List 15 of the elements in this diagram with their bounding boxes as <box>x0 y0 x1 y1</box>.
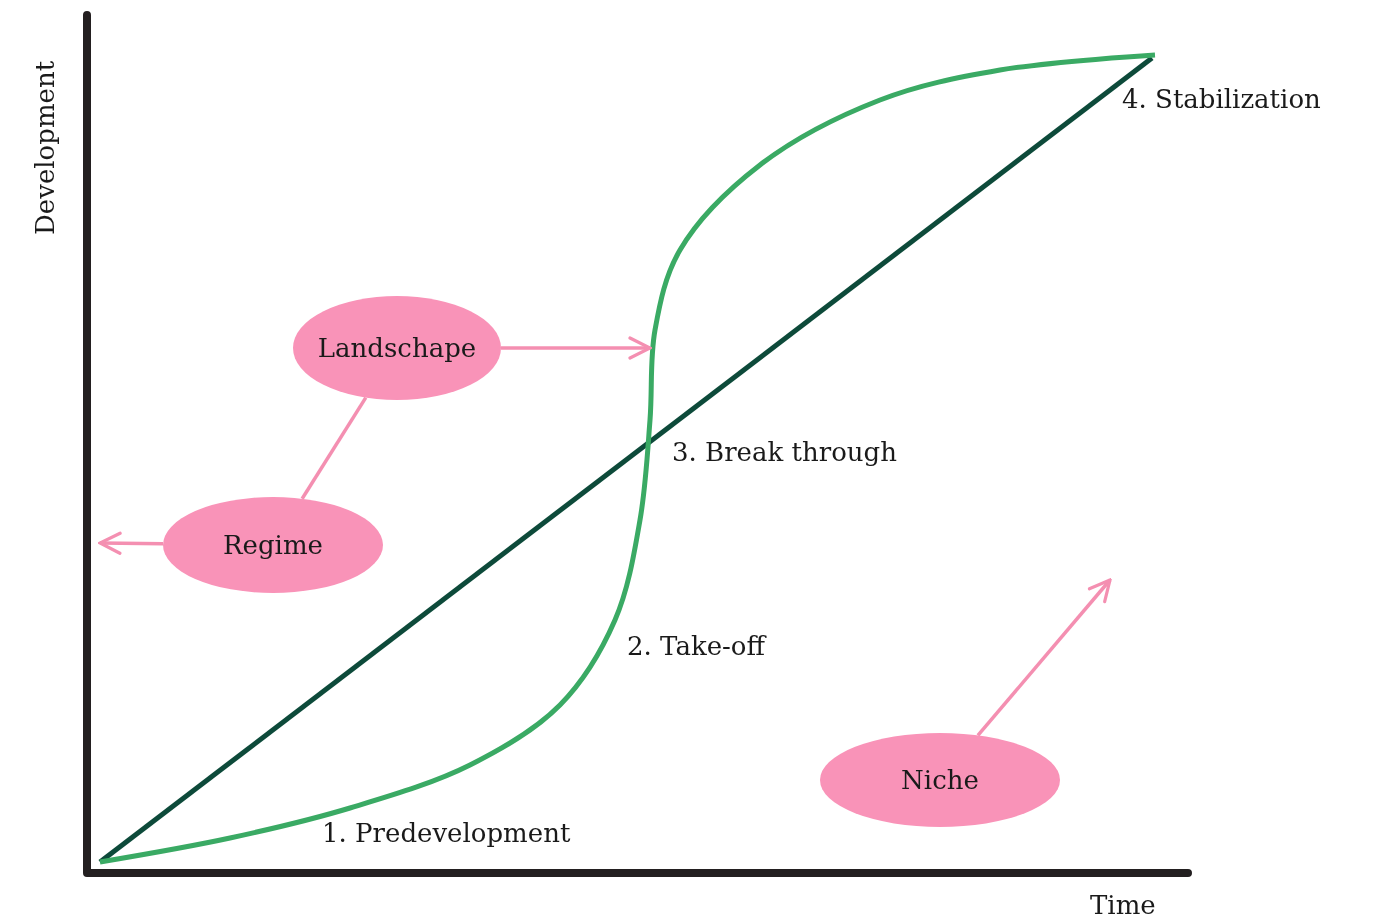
arrow <box>98 531 164 555</box>
ellipse-node <box>293 296 501 400</box>
axis-title: Development <box>30 60 60 235</box>
phase-label: 1. Predevelopment <box>322 818 571 848</box>
node-label: Niche <box>901 765 979 795</box>
node-label: Landschape <box>317 333 477 363</box>
phase-label: 3. Break through <box>672 437 897 467</box>
phase-label: 2. Take-off <box>627 631 765 661</box>
phase-label: 4. Stabilization <box>1122 84 1321 114</box>
ellipse-node <box>163 497 383 593</box>
arrow <box>501 336 652 360</box>
node-label: Regime <box>223 530 323 560</box>
axis-title: Time <box>1090 890 1156 920</box>
ellipse-node <box>820 733 1060 827</box>
arrow <box>976 578 1112 737</box>
